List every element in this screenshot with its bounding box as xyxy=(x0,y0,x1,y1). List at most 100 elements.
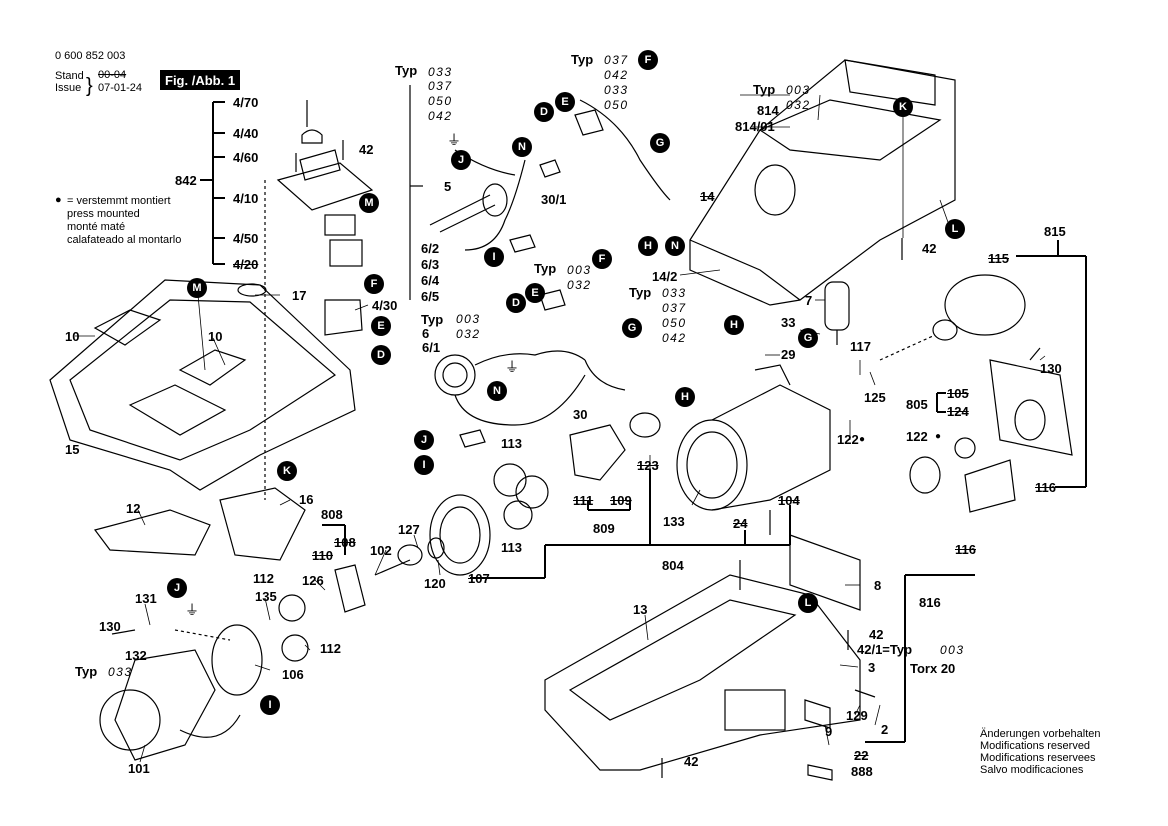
part-number: 814 xyxy=(757,103,779,118)
part-number: 30/1 xyxy=(541,192,567,207)
shields-drawing xyxy=(93,487,306,561)
part-number: 4/20 xyxy=(233,257,259,272)
connection-marker: E xyxy=(371,316,391,336)
part-number: 4/60 xyxy=(233,150,259,165)
connection-marker: D xyxy=(506,293,526,313)
part-number: 33 xyxy=(781,315,796,330)
torx-label: Torx 20 xyxy=(910,661,956,676)
part-number: 133 xyxy=(663,514,685,529)
gears-drawing xyxy=(427,412,661,576)
part-number: 30 xyxy=(573,407,588,422)
legend-symbol: ● xyxy=(55,194,62,206)
typ-label-2: Typ xyxy=(571,52,594,67)
base-housing-13-drawing xyxy=(544,560,861,771)
motor-101-drawing xyxy=(99,629,241,761)
part-number: 112 xyxy=(320,641,341,656)
doc-number: 0 600 852 003 xyxy=(55,50,126,62)
connection-marker: E xyxy=(525,283,545,303)
part-number: 6/5 xyxy=(421,289,440,304)
part-number: 4/50 xyxy=(233,231,259,246)
part-number: 3 xyxy=(868,660,876,675)
part-number: 8 xyxy=(874,578,882,593)
press-mounted-dot-icon: ● xyxy=(935,431,942,442)
part-number: 102 xyxy=(370,543,392,558)
part-number: 42 xyxy=(869,627,884,642)
leader-lines xyxy=(75,94,1046,763)
part-number: 127 xyxy=(398,522,420,537)
connection-marker: I xyxy=(260,695,280,715)
typ-code: 050 xyxy=(662,316,687,330)
issue-value: 07-01-24 xyxy=(98,82,143,94)
part-number: 814/01 xyxy=(735,119,775,134)
part-number: 7 xyxy=(805,293,813,308)
stand-value: 00-04 xyxy=(98,69,127,81)
bracket-809 xyxy=(587,500,631,511)
typ-code: 050 xyxy=(604,98,629,112)
capacitor-7-drawing xyxy=(824,281,850,345)
switch-assembly-drawing xyxy=(264,100,374,500)
part-number: 113 xyxy=(501,540,522,555)
footer-line-1: Änderungen vorbehalten xyxy=(980,728,1101,740)
connection-marker: I xyxy=(414,455,434,475)
figure-label: Fig. /Abb. 1 xyxy=(160,70,241,90)
part-number: 29 xyxy=(781,347,796,362)
connection-marker: J xyxy=(451,150,471,170)
part-number: 4/40 xyxy=(233,126,259,141)
bracket-842 xyxy=(200,101,225,265)
bracket-805 xyxy=(936,392,946,413)
connection-marker: K xyxy=(277,461,297,481)
typ-code: 003 xyxy=(940,643,965,657)
typ-label-5: Typ xyxy=(629,285,652,300)
part-number: 130 xyxy=(1040,361,1062,376)
connection-marker: F xyxy=(592,249,612,269)
connection-marker: J xyxy=(414,430,434,450)
footer-line-4: Salvo modificaciones xyxy=(980,764,1084,776)
motor-cable-5-drawing xyxy=(429,99,671,253)
end-cover-805-drawing xyxy=(909,359,1073,513)
bracket-808 xyxy=(322,524,346,555)
part-number: 6/4 xyxy=(421,273,440,288)
part-number: 815 xyxy=(1044,224,1066,239)
typ-code: 003 xyxy=(786,83,811,97)
gear-housing-133-drawing xyxy=(676,364,831,511)
connection-marker: M xyxy=(359,193,379,213)
connection-marker: H xyxy=(724,315,744,335)
connection-marker: M xyxy=(187,278,207,298)
connection-marker: H xyxy=(675,387,695,407)
part-number: 14 xyxy=(700,189,715,204)
part-number: 4/10 xyxy=(233,191,259,206)
part-number: 135 xyxy=(255,589,277,604)
part-number: 888 xyxy=(851,764,873,779)
legend-line-1: = verstemmt montiert xyxy=(67,195,171,207)
part-number: 805 xyxy=(906,397,928,412)
part-number: 808 xyxy=(321,507,343,522)
typ-code: 033 xyxy=(604,83,629,97)
typ-code: 050 xyxy=(428,94,453,108)
armature-parts-drawing xyxy=(211,544,423,696)
typ-label-8: 42/1=Typ xyxy=(857,642,913,657)
connection-marker: G xyxy=(798,328,818,348)
typ-code: 032 xyxy=(567,278,592,292)
typ-code: 033 xyxy=(662,286,687,300)
part-number: 125 xyxy=(864,390,886,405)
typ-code: 032 xyxy=(786,98,811,112)
legend-line-2: press mounted xyxy=(67,208,140,220)
part-number: 110 xyxy=(312,548,333,563)
bracket-816 xyxy=(865,574,975,743)
typ-code: 042 xyxy=(428,109,453,123)
typ-label-7: Typ xyxy=(75,664,98,679)
connection-marker: N xyxy=(487,381,507,401)
typ-code: 033 xyxy=(108,665,133,679)
connection-marker: K xyxy=(893,97,913,117)
part-number: 115 xyxy=(988,251,1009,266)
part-number: 109 xyxy=(610,493,632,508)
part-number: 809 xyxy=(593,521,615,536)
part-number: 804 xyxy=(662,558,684,573)
part-number: 132 xyxy=(125,648,147,663)
label-8-drawing xyxy=(789,534,861,781)
typ-label-3: Typ xyxy=(753,82,776,97)
part-number: 6/3 xyxy=(421,257,440,272)
part-number: 16 xyxy=(299,492,314,507)
connection-marker: E xyxy=(555,92,575,112)
